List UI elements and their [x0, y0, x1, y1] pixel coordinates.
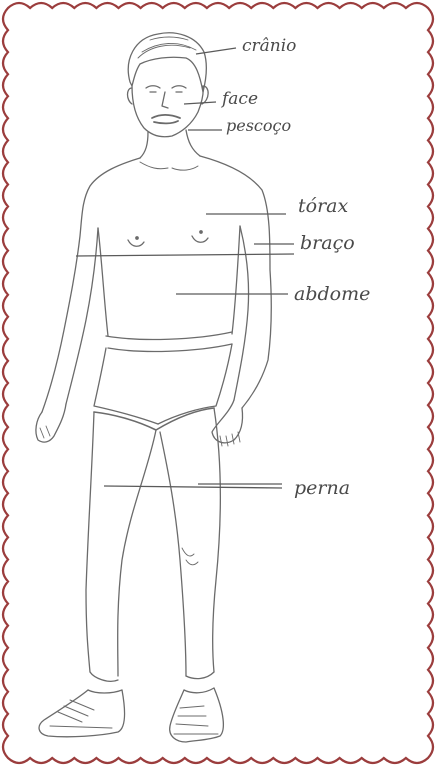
label-face: face — [220, 89, 258, 109]
leader-lines — [76, 48, 294, 488]
leader-perna-left — [104, 486, 282, 488]
left-eye — [146, 86, 160, 92]
torso-right-side — [232, 226, 240, 334]
knee-marks — [182, 548, 198, 565]
left-shoulder-arm-outer — [42, 158, 140, 412]
left-sock — [88, 672, 122, 693]
hair-strands — [138, 37, 196, 58]
left-shoe-laces — [50, 700, 112, 728]
right-hand — [212, 400, 243, 443]
left-ear — [128, 88, 133, 104]
mouth — [152, 115, 180, 123]
leader-braco-lower — [76, 254, 294, 256]
left-leg-outer — [86, 412, 94, 672]
right-shoe-laces — [174, 706, 218, 734]
nose — [162, 92, 168, 108]
right-leg-outer — [213, 408, 221, 672]
leader-face — [184, 102, 216, 104]
face-outline — [132, 86, 203, 137]
torso-left-side — [98, 228, 108, 336]
left-nipple-dot — [136, 237, 138, 239]
right-inner-arm — [234, 226, 249, 400]
right-shoulder-arm-outer — [200, 156, 271, 408]
label-pescoco: pescoço — [226, 116, 291, 135]
collarbone — [140, 162, 198, 170]
right-leg-inner — [160, 432, 186, 676]
label-perna: perna — [294, 477, 350, 499]
human-figure-outline — [36, 33, 271, 742]
left-leg-inner — [118, 430, 156, 676]
shorts-hem — [94, 408, 214, 430]
hair — [128, 33, 206, 92]
right-fingers — [220, 432, 240, 446]
right-eye — [172, 86, 186, 92]
neck — [140, 130, 200, 158]
left-nipple — [128, 240, 144, 246]
right-sock — [184, 672, 214, 693]
left-hand — [36, 404, 66, 442]
label-abdome: abdome — [294, 283, 370, 305]
label-cranio: crânio — [242, 36, 296, 56]
label-torax: tórax — [298, 195, 348, 217]
left-fingers — [40, 426, 50, 438]
label-braco: braço — [300, 232, 355, 254]
right-nipple-dot — [200, 231, 202, 233]
left-inner-arm — [66, 228, 98, 404]
wavy-border — [3, 3, 433, 763]
right-nipple — [192, 236, 208, 242]
waistband — [106, 332, 232, 351]
